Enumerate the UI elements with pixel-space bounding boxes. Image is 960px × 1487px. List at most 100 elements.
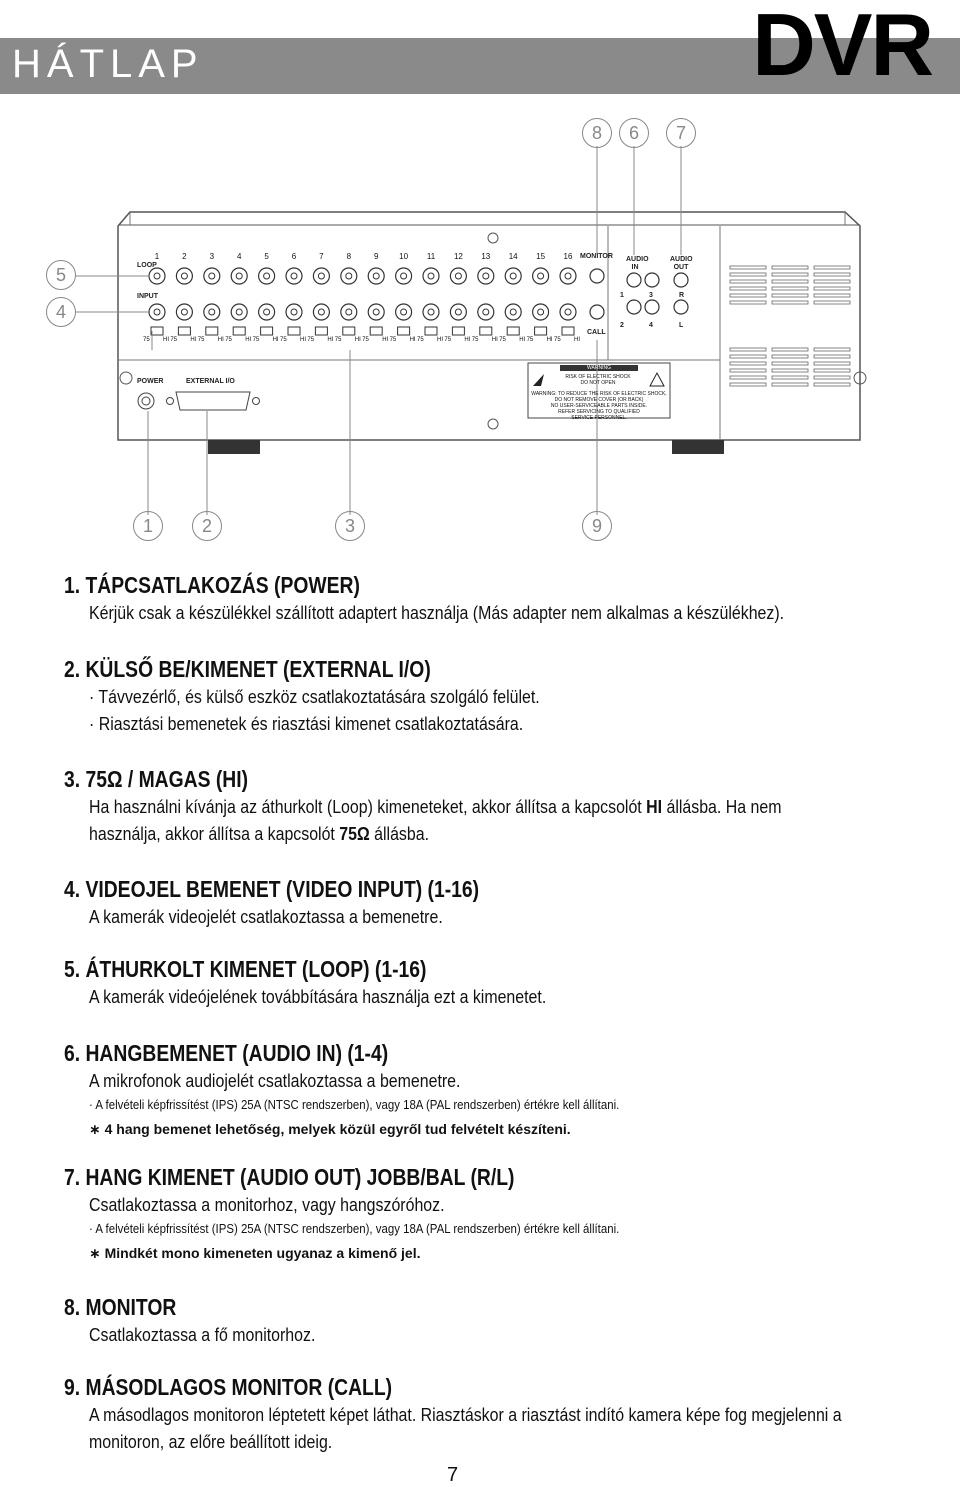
bnc-connector — [367, 303, 385, 321]
bnc-connector — [559, 267, 577, 285]
output-connector — [644, 299, 660, 315]
termination-switch — [451, 326, 465, 336]
section-text: Kérjük csak a készülékkel szállított ada… — [89, 602, 785, 623]
channel-number: 1 — [154, 252, 160, 261]
vent-slot — [813, 382, 851, 387]
termination-switch — [177, 326, 191, 336]
termination-switch — [479, 326, 493, 336]
text-part-bold: 75Ω — [339, 823, 370, 844]
bnc-connector — [203, 267, 221, 285]
warning-body-4: REFER SERVICING TO QUALIFIED — [558, 409, 640, 415]
section-monitor: 8. MONITOR Csatlakoztassa a fő monitorho… — [64, 1294, 914, 1348]
callout-5: 5 — [46, 260, 76, 290]
warning-body-5: SERVICE PERSONNEL. — [571, 415, 627, 421]
bnc-connector — [148, 267, 166, 285]
bnc-connector — [175, 303, 193, 321]
bnc-pin — [153, 308, 161, 316]
section-note: ∗ 4 hang bemenet lehetőség, melyek közül… — [89, 1121, 571, 1137]
audio-in-label: AUDIO IN — [626, 256, 649, 271]
termination-switch — [150, 326, 164, 336]
bnc-pin — [537, 272, 545, 280]
output-connector — [673, 272, 689, 288]
output-connector — [626, 272, 642, 288]
audio-out-r: R — [679, 292, 685, 299]
bnc-pin — [454, 272, 462, 280]
bnc-pin — [427, 308, 435, 316]
bnc-connector — [340, 267, 358, 285]
channel-number: 12 — [453, 252, 463, 261]
switch-label-hi: HI — [546, 337, 553, 343]
switch-label-hi: HI — [574, 337, 580, 343]
rear-panel-drawing — [76, 146, 867, 515]
vent-slot — [729, 286, 767, 291]
switch-label-hi: HI — [163, 337, 169, 343]
switch-label-75: 75 — [197, 337, 205, 343]
termination-switch — [287, 326, 301, 336]
switch-label-75: 75 — [554, 337, 561, 343]
loop-label: LOOP — [137, 262, 157, 269]
bnc-connector — [175, 267, 193, 285]
bnc-pin — [427, 272, 435, 280]
bnc-pin — [290, 272, 298, 280]
warning-body-2: DO NOT REMOVE COVER (OR BACK) — [554, 397, 644, 403]
bnc-connector — [367, 267, 385, 285]
switch-label-hi: HI — [190, 337, 197, 343]
channel-number: 14 — [508, 252, 518, 261]
switch-label-75: 75 — [499, 337, 506, 343]
bnc-pin — [564, 308, 572, 316]
section-text: Csatlakoztassa a fő monitorhoz. — [89, 1324, 316, 1345]
bnc-pin — [180, 308, 188, 316]
page-number: 7 — [447, 1464, 459, 1486]
bnc-pin — [208, 272, 216, 280]
vent-slot — [771, 300, 809, 305]
section-heading: 5. ÁTHURKOLT KIMENET (LOOP) (1-16) — [64, 956, 427, 982]
vent-slot — [771, 347, 809, 352]
bnc-pin — [235, 272, 243, 280]
text-part: Ha használni kívánja az áthurkolt (Loop)… — [89, 796, 647, 817]
termination-switch — [260, 326, 274, 336]
bnc-connector — [531, 267, 550, 285]
switch-label-75: 75 — [143, 337, 150, 343]
monitor-label: MONITOR — [580, 253, 613, 260]
bnc-pin — [564, 272, 572, 280]
termination-switch — [342, 326, 356, 336]
input-label: INPUT — [137, 293, 158, 300]
vent-slot — [771, 354, 809, 359]
vent-slot — [813, 265, 851, 270]
text-part: állásba. Ha nem — [662, 796, 782, 817]
vent-slot — [813, 293, 851, 298]
callout-6: 6 — [619, 118, 649, 148]
bnc-connector — [148, 303, 166, 321]
audio-in-3: 3 — [649, 292, 653, 299]
section-heading: 1. TÁPCSATLAKOZÁS (POWER) — [64, 572, 360, 598]
title-bar — [0, 38, 960, 94]
bnc-pin — [345, 308, 353, 316]
vent-slot — [771, 368, 809, 373]
bnc-pin — [482, 272, 490, 280]
section-external-io: 2. KÜLSŐ BE/KIMENET (EXTERNAL I/O) · Táv… — [64, 656, 914, 737]
bnc-connector — [230, 303, 248, 321]
bnc-connector — [449, 267, 467, 285]
bnc-connector — [504, 303, 522, 321]
audio-in-1: 1 — [620, 292, 624, 299]
switch-label-75: 75 — [362, 337, 369, 343]
bnc-connector — [395, 267, 413, 285]
bnc-pin — [153, 272, 161, 280]
switch-label-75: 75 — [334, 337, 342, 343]
bnc-connector — [422, 303, 440, 321]
switch-label-75: 75 — [252, 337, 260, 343]
switch-label-75: 75 — [307, 337, 315, 343]
termination-switch — [397, 326, 411, 336]
bnc-pin — [317, 272, 325, 280]
vent-slot — [729, 293, 767, 298]
vent-slot — [813, 361, 851, 366]
text-part: használja, akkor állítsa a kapcsolót — [89, 823, 340, 844]
bnc-connector — [285, 267, 303, 285]
channel-number: 13 — [481, 252, 491, 261]
audio-out-label: AUDIO OUT — [670, 256, 693, 271]
section-heading: 9. MÁSODLAGOS MONITOR (CALL) — [64, 1374, 393, 1400]
output-connector — [673, 299, 689, 315]
section-heading: 2. KÜLSŐ BE/KIMENET (EXTERNAL I/O) — [64, 656, 431, 682]
bnc-connector — [531, 303, 550, 321]
section-text: A másodlagos monitoron léptetett képet l… — [89, 1404, 842, 1425]
